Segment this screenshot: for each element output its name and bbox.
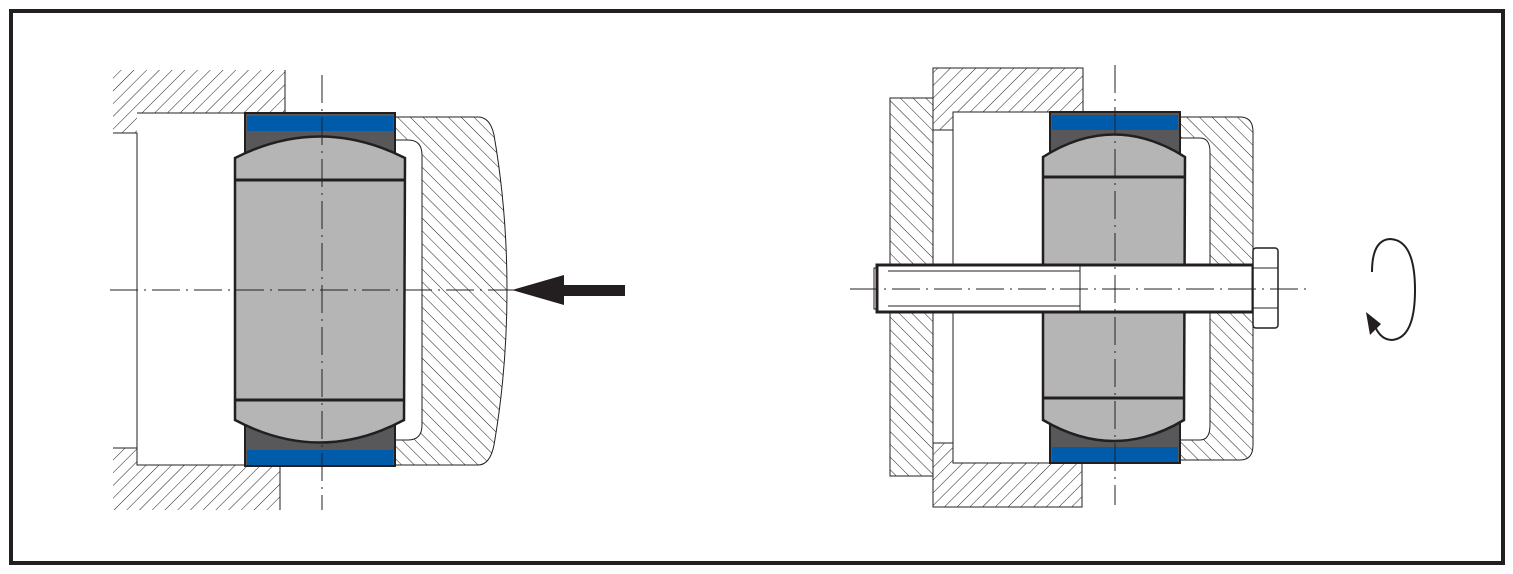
mounting-tool [394,116,508,466]
rotation-arrow-icon [1366,237,1417,342]
bolt-head [1252,247,1279,329]
clamp-plate-bottom [889,311,934,477]
housing-bottom [113,448,280,510]
seal-top [247,116,393,131]
clamp-plate-top [889,97,934,265]
press-fit-figure [110,70,625,510]
seal-bottom [247,450,393,465]
housing-top [113,70,285,133]
push-arrow-icon [507,275,625,305]
bolt-fit-figure [850,65,1417,508]
